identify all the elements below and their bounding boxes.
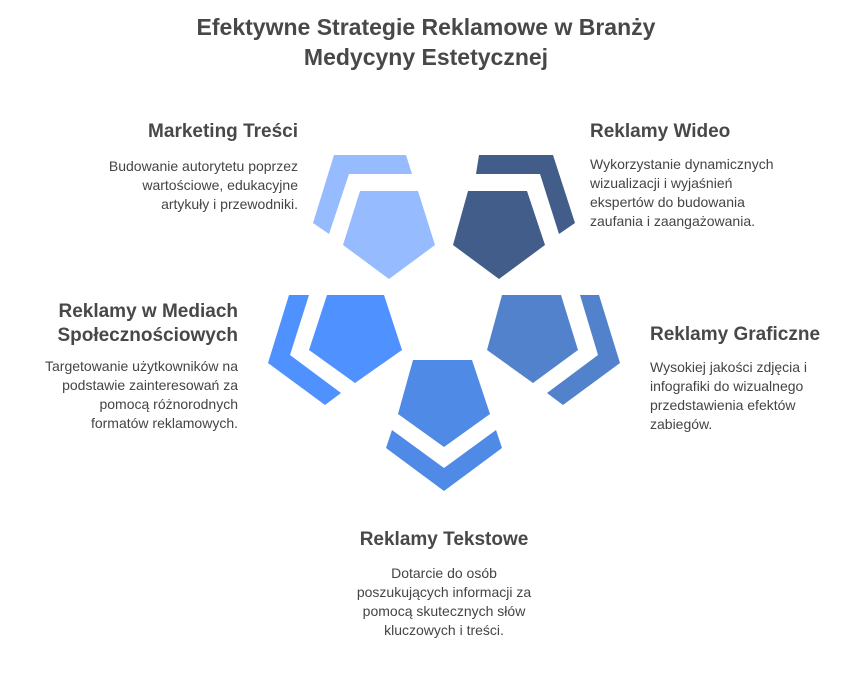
text-ads-title: Reklamy Tekstowe — [359, 529, 529, 550]
pentagon-segment — [547, 295, 620, 405]
pentagon-segment — [453, 191, 545, 279]
desc-line: infografiki do wizualnego — [650, 378, 804, 394]
shape-video-ads — [453, 155, 575, 279]
desc-line: wartościowe, edukacyjne — [142, 177, 298, 193]
desc-line: pomocą skutecznych słów — [362, 603, 526, 619]
pentagon-segment — [268, 295, 341, 405]
social-ads-desc: Targetowanie użytkowników na podstawie z… — [45, 357, 238, 433]
pentagon-segment — [343, 191, 435, 279]
pentagon-segment — [487, 295, 578, 383]
desc-line: wizualizacji i wyjaśnień — [590, 175, 733, 191]
desc-line: Wykorzystanie dynamicznych — [590, 156, 774, 172]
title-line-1: Efektywne Strategie Reklamowe w Branży — [196, 14, 656, 40]
desc-line: przedstawienia efektów — [650, 397, 796, 413]
shape-content-marketing — [313, 155, 435, 279]
desc-line: pomocą różnorodnych — [99, 396, 238, 412]
desc-line: formatów reklamowych. — [90, 415, 238, 431]
pentagon-segment — [309, 295, 402, 383]
title-line-2: Medycyny Estetycznej — [303, 44, 549, 70]
desc-line: podstawie zainteresowań za — [62, 377, 238, 393]
shape-social-ads — [268, 295, 402, 405]
title-line: Społecznościowych — [57, 325, 238, 346]
title-line: Reklamy w Mediach — [58, 301, 238, 322]
pentagon-segment — [398, 360, 490, 447]
desc-line: zabiegów. — [650, 416, 713, 432]
desc-line: artykuły i przewodniki. — [161, 196, 298, 212]
display-ads-title: Reklamy Graficzne — [650, 324, 821, 345]
text-ads-desc: Dotarcie do osób poszukujących informacj… — [294, 564, 594, 640]
desc-line: Dotarcie do osób — [391, 565, 497, 581]
content-marketing-desc: Budowanie autorytetu poprzez wartościowe… — [109, 157, 298, 214]
desc-line: poszukujących informacji za — [356, 584, 532, 600]
desc-line: kluczowych i treści. — [384, 622, 504, 638]
pentagon-segment — [313, 155, 412, 234]
pentagon-segment — [476, 155, 575, 234]
desc-line: zaufania i zaangażowania. — [590, 213, 756, 229]
shape-text-ads — [386, 360, 502, 491]
video-ads-title: Reklamy Wideo — [590, 121, 731, 142]
desc-line: Wysokiej jakości zdjęcia i — [650, 359, 808, 375]
desc-line: ekspertów do budowania — [590, 194, 745, 210]
shape-display-ads — [487, 295, 620, 405]
content-marketing-title: Marketing Treści — [148, 121, 298, 142]
video-ads-desc: Wykorzystanie dynamicznych wizualizacji … — [590, 155, 774, 231]
diagram-title: Efektywne Strategie Reklamowe w Branży M… — [0, 12, 852, 72]
desc-line: Targetowanie użytkowników na — [45, 358, 238, 374]
display-ads-desc: Wysokiej jakości zdjęcia i infografiki d… — [650, 358, 807, 434]
social-ads-title: Reklamy w Mediach Społecznościowych — [57, 300, 238, 348]
desc-line: Budowanie autorytetu poprzez — [108, 158, 298, 174]
pentagon-segment — [386, 430, 502, 491]
